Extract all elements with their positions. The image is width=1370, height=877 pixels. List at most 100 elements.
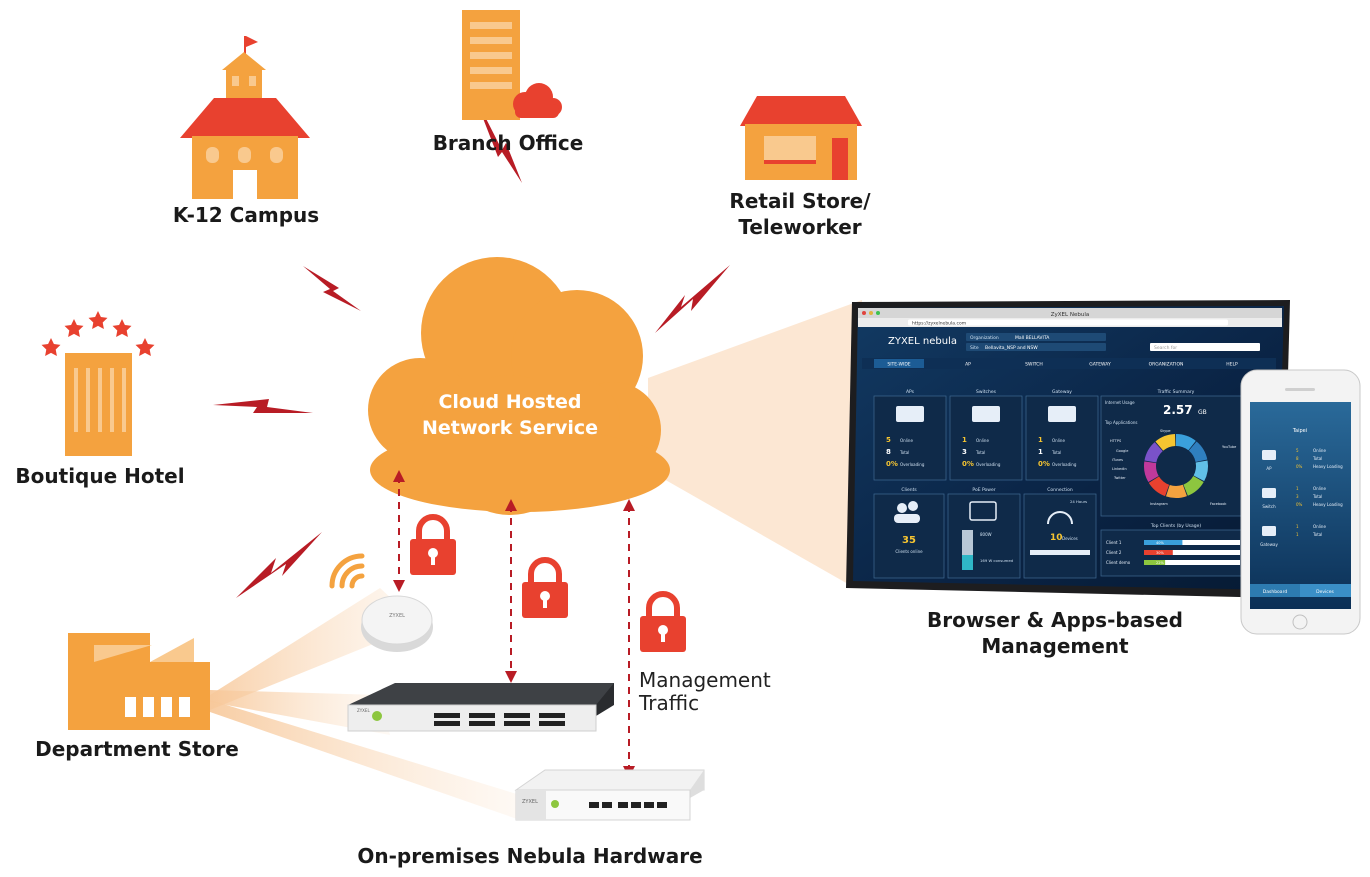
top-client-pct: 30%	[1156, 551, 1164, 555]
lock-icon	[522, 557, 568, 618]
phone-row-label: Online	[1313, 524, 1326, 529]
dashboard-tab-ap[interactable]: AP	[965, 362, 971, 368]
cloud-label-line1: Cloud Hosted	[438, 391, 582, 413]
dashboard-tab-gateway[interactable]: GATEWAY	[1089, 362, 1111, 368]
building-icon	[462, 10, 562, 120]
app-label: Twitter	[1113, 476, 1126, 480]
dashboard-tab-site-wide[interactable]: SITE-WIDE	[887, 362, 910, 368]
app-label: Instagram	[1150, 502, 1168, 506]
site-label-branch: Branch Office	[432, 131, 584, 155]
phone-device-icon	[1262, 488, 1276, 498]
device-card-value: 0%	[1038, 460, 1050, 468]
org-select[interactable]: Mall BELLAVITA	[1015, 335, 1050, 341]
app-label: LinkedIn	[1112, 467, 1127, 471]
device-card-label: Total	[1051, 450, 1061, 455]
site-label-k12: K-12 Campus	[172, 203, 320, 227]
store-icon	[740, 96, 862, 180]
donut-segment	[1144, 442, 1163, 463]
device-card-label: Overloading	[1052, 462, 1077, 467]
donut-segment	[1176, 434, 1196, 451]
lightning-icon	[655, 265, 730, 333]
management-traffic-label: Management Traffic	[639, 669, 771, 715]
device-card-value: 5	[886, 436, 891, 444]
lock-icon	[640, 591, 686, 652]
dashboard-tab-switch[interactable]: SWITCH	[1025, 362, 1043, 368]
device-card-label: Overloading	[900, 462, 925, 467]
device-card-value: 1	[1038, 436, 1043, 444]
donut-segment	[1188, 441, 1208, 462]
device-card-icon	[1048, 406, 1076, 422]
browser-management-label: Browser & Apps-based Management	[900, 607, 1210, 659]
hardware-caption: On-premises Nebula Hardware	[357, 844, 703, 868]
connection-range[interactable]: 24 Hours	[1070, 499, 1087, 504]
phone-row-value: 5	[1296, 448, 1299, 453]
device-card-value: 0%	[962, 460, 974, 468]
donut-segment	[1183, 476, 1204, 496]
phone-row-value: 0%	[1296, 502, 1303, 507]
nebula-logo: ZYXEL nebula	[888, 336, 957, 347]
browser-management-line2: Management	[981, 634, 1129, 658]
app-label: Skype	[1160, 429, 1171, 433]
top-client-bar	[1144, 560, 1166, 565]
gateway-icon: ZYXEL	[514, 769, 705, 821]
device-card-value: 8	[886, 448, 891, 456]
top-client-pct: 40%	[1156, 541, 1164, 545]
app-label: Google	[1116, 449, 1128, 453]
traffic-title: Traffic Summary	[1157, 389, 1195, 395]
top-client-bar	[1144, 540, 1183, 545]
top-client-track	[1144, 560, 1240, 565]
app-label: Facebook	[1210, 502, 1227, 506]
top-clients-title: Top Clients (by Usage)	[1150, 523, 1202, 529]
clients-label: Clients online	[895, 549, 923, 554]
top-apps-donut	[1144, 434, 1208, 498]
star-icon	[41, 311, 155, 356]
wifi-icon	[329, 553, 365, 589]
phone-row-label: Total	[1312, 532, 1322, 537]
phone-tab-dashboard[interactable]: Dashboard	[1263, 589, 1288, 595]
device-card-value: 0%	[886, 460, 898, 468]
phone-tab-devices[interactable]: Devices	[1316, 589, 1334, 595]
cloud-label: Cloud Hosted Network Service	[410, 389, 610, 441]
dashboard-tab-organization[interactable]: ORGANIZATION	[1149, 362, 1184, 368]
dashboard-search[interactable]: Search for	[1154, 345, 1177, 351]
card-title: Gateway	[1052, 389, 1072, 395]
poe-used: 169 W consumed	[980, 558, 1014, 563]
clients-value: 35	[902, 535, 916, 546]
laptop-icon: ZyXEL Nebula https://zyxelnebula.com ZYX…	[846, 300, 1290, 598]
browser-title: ZyXEL Nebula	[1051, 312, 1089, 318]
phone-row-name: AP	[1266, 466, 1272, 471]
lightning-icon	[474, 95, 522, 183]
lock-icon	[410, 514, 456, 575]
usage-value: 2.57	[1163, 403, 1193, 417]
phone-row-value: 3	[1296, 494, 1299, 499]
site-select[interactable]: Bellavita_NSP and NSW	[985, 345, 1038, 351]
top-client-track	[1144, 550, 1240, 555]
connection-label: Devices	[1062, 536, 1078, 541]
cloud-icon	[368, 257, 670, 515]
phone-row-value: 1	[1296, 486, 1299, 491]
phone-row-label: Total	[1312, 494, 1322, 499]
access-point-icon: ZYXEL	[361, 595, 433, 652]
device-card-label: Online	[976, 438, 989, 443]
phone-row-name: Switch	[1262, 504, 1276, 509]
donut-segment	[1155, 434, 1176, 451]
phone-row-name: Gateway	[1260, 542, 1278, 547]
phone-row-label: Heavy Loading	[1313, 502, 1343, 507]
site-label-retail: Retail Store/ Teleworker	[700, 188, 900, 240]
dashboard-tab-help[interactable]: HELP	[1226, 362, 1238, 368]
lightning-icon	[213, 399, 313, 413]
donut-segment	[1165, 484, 1187, 498]
top-apps-label: Top Applications	[1104, 420, 1137, 425]
cloud-label-line2: Network Service	[421, 417, 599, 439]
browser-url[interactable]: https://zyxelnebula.com	[912, 321, 966, 327]
hotel-icon	[41, 311, 155, 456]
phone-row-value: 8	[1296, 456, 1299, 461]
site-label: Site	[970, 345, 979, 351]
site-label-hotel: Boutique Hotel	[15, 464, 185, 488]
device-card-icon	[896, 406, 924, 422]
device-card-value: 3	[962, 448, 967, 456]
lightning-icon	[303, 266, 361, 311]
top-client-pct: 22%	[1156, 561, 1164, 565]
phone-device-icon	[1262, 526, 1276, 536]
ap-brand: ZYXEL	[389, 613, 405, 619]
